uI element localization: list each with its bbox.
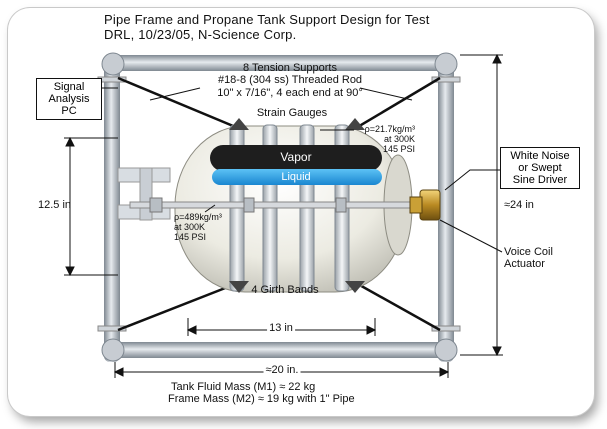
vapor-properties: ρ=21.7kg/m³ at 300K 145 PSI — [364, 124, 416, 155]
actuator-assembly — [129, 189, 441, 221]
pipe-frame — [97, 52, 461, 362]
girth-bands-label: 4 Girth Bands — [251, 284, 319, 296]
liquid-label: Liquid — [281, 171, 311, 183]
diagram-title: Pipe Frame and Propane Tank Support Desi… — [104, 12, 430, 42]
signal-analysis-pc-box: Signal Analysis PC — [36, 78, 102, 120]
voice-coil-actuator-label: Voice Coil Actuator — [504, 246, 553, 271]
white-noise-driver-box: White Noise or Swept Sine Driver — [500, 147, 580, 189]
outer-width-dimension: ≈20 in. — [263, 364, 301, 377]
tension-rods — [117, 76, 441, 332]
frame-mass: Frame Mass (M2) ≈ 19 kg with 1" Pipe — [168, 393, 355, 406]
title-line1: Pipe Frame and Propane Tank Support Desi… — [104, 12, 430, 27]
tank-mass: Tank Fluid Mass (M1) ≈ 22 kg — [171, 381, 316, 393]
title-line2: DRL, 10/23/05, N-Science Corp. — [104, 26, 297, 42]
liquid-region — [212, 169, 382, 185]
vapor-region — [210, 145, 382, 171]
liquid-properties: ρ=489kg/m³ at 300K 145 PSI — [174, 212, 222, 243]
mass-notes: Tank Fluid Mass (M1) ≈ 22 kg Frame Mass … — [168, 381, 355, 406]
vapor-label: Vapor — [280, 150, 312, 164]
height-dimension-right: ≈24 in — [504, 199, 534, 211]
strain-gauges-label: Strain Gauges — [256, 107, 328, 119]
tension-supports-label: 8 Tension Supports #18-8 (304 ss) Thread… — [217, 62, 363, 99]
height-dimension-left: 12.5 in — [38, 199, 72, 211]
inner-width-dimension: 13 in — [267, 322, 295, 335]
